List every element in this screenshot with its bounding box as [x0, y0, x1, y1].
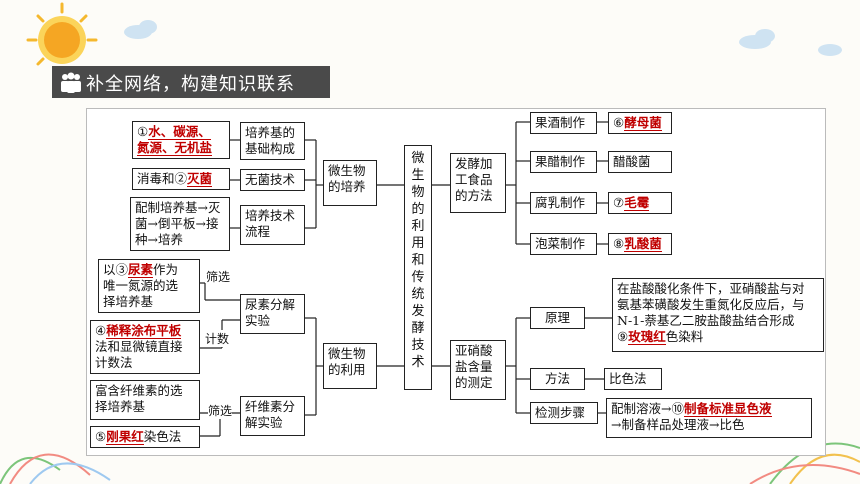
node-vinegar: 果醋制作 [530, 151, 597, 173]
answer-5-box: ⑤刚果红染色法 [90, 426, 200, 448]
answer-3-box: 以③尿素作为 唯一氮源的选 择培养基 [98, 259, 200, 313]
section-header: 补全网络，构建知识联系 [52, 66, 330, 98]
node-cellulose-exp: 纤维素分解实验 [240, 396, 305, 436]
node-utilization-label: 微生物的利用 [328, 346, 366, 377]
count-line-3: 计数法 [95, 355, 133, 370]
label-screen-1: 筛选 [206, 268, 231, 285]
answer-2: 灭菌 [187, 171, 213, 187]
node-nitrite-label: 亚硝酸盐含量的测定 [455, 343, 493, 390]
node-sufu-label: 腐乳制作 [535, 195, 586, 210]
process-line-3: 种→培养 [135, 232, 183, 247]
steps-line-2: →制备样品处理液→比色 [611, 417, 745, 432]
cellulose-line-1: 富含纤维素的选 [95, 383, 183, 398]
count-line-2: 法和显微镜直接 [95, 339, 183, 354]
answer-6-box: ⑥酵母菌 [608, 112, 672, 134]
answer-8-box: ⑧乳酸菌 [608, 233, 672, 255]
answer-6: 酵母菌 [624, 115, 662, 131]
cellulose-medium-box: 富含纤维素的选 择培养基 [90, 380, 200, 420]
vinegar-bacteria-box: 醋酸菌 [608, 151, 672, 173]
answer-8-prefix: ⑧ [613, 236, 625, 251]
steps-detail-box: 配制溶液→⑩制备标准显色液 →制备样品处理液→比色 [606, 398, 812, 438]
node-cellulose-exp-label: 纤维素分解实验 [245, 399, 296, 430]
node-urea-exp-label: 尿素分解实验 [245, 297, 296, 328]
answer-4-prefix: ④ [95, 323, 107, 338]
node-medium-basis-label: 培养基的基础构成 [245, 125, 296, 156]
principle-detail-box: 在盐酸酸化条件下，亚硝酸盐与对 氨基苯磺酸发生重氮化反应后，与 N-1-萘基乙二… [612, 278, 824, 352]
answer-3-suffix: 作为 [153, 262, 179, 277]
grass-decoration-icon [0, 442, 860, 484]
answer-1-part-a: 水、碳源、 [148, 124, 211, 140]
answer-4-box: ④稀释涂布平板 法和显微镜直接 计数法 [90, 320, 200, 374]
principle-line-1: 在盐酸酸化条件下，亚硝酸盐与对 [617, 281, 805, 296]
node-sufu: 腐乳制作 [530, 192, 597, 214]
colorimetric-label: 比色法 [609, 371, 647, 386]
answer-1-prefix: ① [137, 124, 149, 139]
answer-4: 稀释涂布平板 [106, 323, 182, 339]
answer-10: 制备标准显色液 [683, 401, 772, 417]
principle-line-2: 氨基苯磺酸发生重氮化反应后，与 [617, 297, 805, 312]
node-cultivation: 微生物的培养 [323, 160, 377, 206]
node-urea-exp: 尿素分解实验 [240, 294, 305, 334]
answer-5-prefix: ⑤ [95, 429, 107, 444]
node-pickle-label: 泡菜制作 [535, 236, 586, 251]
process-line-1: 配制培养基→灭 [135, 200, 221, 215]
cloud-icon [124, 20, 842, 56]
node-ferment-food: 发酵加工食品的方法 [450, 153, 506, 213]
center-text: 微生物的利用和传统发酵技术 [411, 151, 425, 370]
answer-1-box: ①水、碳源、 氮源、无机盐 [132, 121, 230, 159]
vinegar-bacteria: 醋酸菌 [613, 154, 651, 169]
answer-9-suffix: 色染料 [665, 329, 704, 344]
answer-5: 刚果红 [106, 429, 144, 445]
answer-7-prefix: ⑦ [613, 195, 625, 210]
header-title: 补全网络，构建知识联系 [86, 74, 295, 95]
answer-9-prefix: ⑨ [617, 329, 629, 344]
colorimetric-box: 比色法 [604, 368, 662, 390]
people-icon [61, 72, 81, 93]
node-nitrite: 亚硝酸盐含量的测定 [450, 340, 506, 400]
answer-8: 乳酸菌 [624, 236, 662, 252]
node-culture-process-label: 培养技术流程 [245, 208, 296, 239]
urea-line-2: 唯一氮源的选 [103, 278, 179, 293]
answer-3-prefix: 以③ [103, 262, 129, 277]
principle-line-3: N-1-萘基乙二胺盐酸盐结合形成 [617, 313, 795, 328]
node-method: 方法 [530, 368, 585, 390]
answer-5-suffix: 染色法 [143, 429, 182, 444]
answer-6-prefix: ⑥ [613, 115, 625, 130]
steps-line-1-prefix: 配制溶液→⑩ [611, 401, 684, 416]
node-wine: 果酒制作 [530, 112, 597, 134]
node-principle-label: 原理 [544, 310, 570, 325]
answer-7: 毛霉 [624, 195, 650, 211]
answer-7-box: ⑦毛霉 [608, 192, 672, 214]
answer-9: 玫瑰红 [628, 329, 666, 345]
node-steps-label: 检测步骤 [535, 405, 586, 420]
node-steps: 检测步骤 [530, 402, 598, 424]
node-pickle: 泡菜制作 [530, 233, 597, 255]
node-utilization: 微生物的利用 [323, 343, 377, 389]
answer-1-part-b: 氮源、无机盐 [137, 140, 213, 156]
center-node: 微生物的利用和传统发酵技术 [404, 145, 432, 390]
node-method-label: 方法 [544, 371, 570, 386]
label-screen-2: 筛选 [208, 402, 233, 419]
answer-2-box: 消毒和②灭菌 [132, 168, 230, 190]
node-sterile-tech: 无菌技术 [240, 169, 305, 191]
urea-line-3: 择培养基 [103, 294, 154, 309]
answer-3: 尿素 [128, 262, 154, 278]
node-culture-process: 培养技术流程 [240, 205, 305, 245]
node-vinegar-label: 果醋制作 [535, 154, 586, 169]
cellulose-line-2: 择培养基 [95, 399, 146, 414]
node-wine-label: 果酒制作 [535, 115, 586, 130]
node-ferment-food-label: 发酵加工食品的方法 [455, 156, 493, 203]
sun-icon [26, 2, 98, 66]
node-medium-basis: 培养基的基础构成 [240, 122, 305, 160]
process-detail-box: 配制培养基→灭 菌→倒平板→接 种→培养 [130, 197, 230, 251]
process-line-2: 菌→倒平板→接 [135, 216, 219, 231]
node-principle: 原理 [530, 307, 585, 329]
node-sterile-tech-label: 无菌技术 [245, 172, 296, 187]
answer-2-prefix: 消毒和② [137, 171, 188, 186]
node-cultivation-label: 微生物的培养 [328, 163, 366, 194]
label-count: 计数 [205, 330, 230, 347]
